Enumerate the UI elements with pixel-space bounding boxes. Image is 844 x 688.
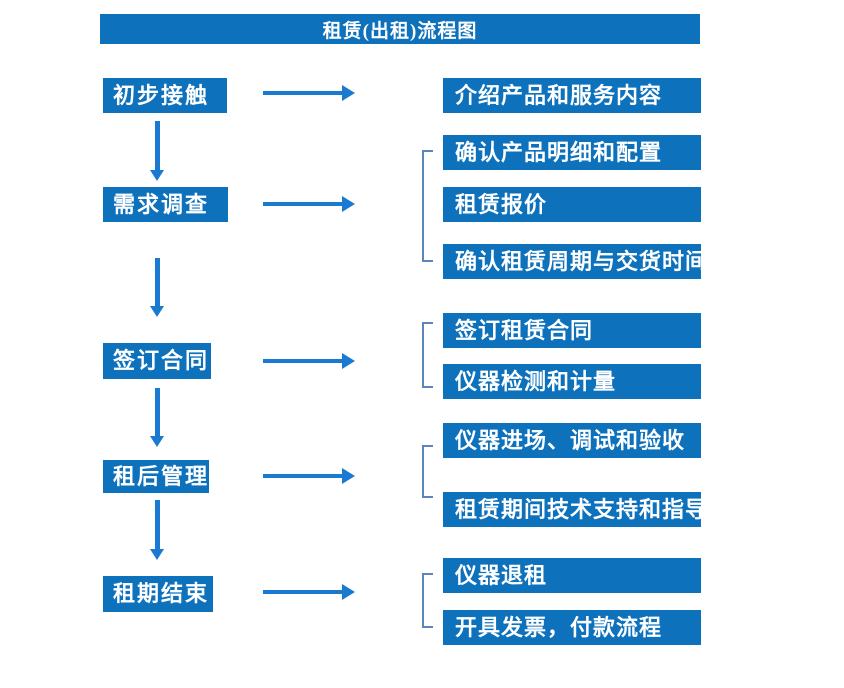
group-bracket-rental-end xyxy=(422,573,433,628)
arrow-head xyxy=(342,85,355,101)
diagram-title: 租赁(出租)流程图 xyxy=(100,14,700,44)
step-box-rental-end: 租期结束 xyxy=(103,576,213,612)
right-arrow-icon xyxy=(263,584,355,600)
detail-box-confirm-product-config: 确认产品明细和配置 xyxy=(443,135,701,170)
step-box-initial-contact: 初步接触 xyxy=(103,78,227,113)
step-box-post-rental-management: 租后管理 xyxy=(103,460,209,493)
detail-box-invoice-payment: 开具发票，付款流程 xyxy=(443,610,701,645)
group-bracket-demand-survey xyxy=(422,150,433,262)
step-box-sign-contract: 签订合同 xyxy=(103,343,211,379)
group-bracket-post-rental xyxy=(422,445,433,498)
arrow-head xyxy=(342,584,355,600)
down-arrow-icon xyxy=(150,500,165,560)
arrow-shaft xyxy=(155,388,160,437)
group-bracket-sign-contract xyxy=(422,322,433,388)
arrow-head xyxy=(150,170,164,181)
step-box-demand-survey: 需求调查 xyxy=(103,187,228,222)
detail-box-instrument-arrival-acceptance: 仪器进场、调试和验收 xyxy=(443,423,701,458)
arrow-head xyxy=(342,196,355,212)
detail-box-sign-rental-contract: 签订租赁合同 xyxy=(443,313,701,348)
right-arrow-icon xyxy=(263,85,355,101)
arrow-shaft xyxy=(155,121,160,171)
detail-box-confirm-period-delivery: 确认租赁周期与交货时间 xyxy=(443,244,707,279)
arrow-shaft xyxy=(263,474,344,478)
arrow-head xyxy=(342,468,355,484)
detail-box-instrument-return: 仪器退租 xyxy=(443,558,701,593)
arrow-head xyxy=(150,306,164,317)
down-arrow-icon xyxy=(150,121,165,181)
arrow-head xyxy=(150,436,164,447)
right-arrow-icon xyxy=(263,468,355,484)
arrow-head xyxy=(150,549,164,560)
right-arrow-icon xyxy=(263,353,355,369)
arrow-shaft xyxy=(155,258,160,307)
arrow-shaft xyxy=(263,91,344,95)
arrow-shaft xyxy=(263,359,344,363)
detail-box-technical-support: 租赁期间技术支持和指导 xyxy=(443,492,707,527)
arrow-shaft xyxy=(263,202,344,206)
arrow-head xyxy=(342,353,355,369)
detail-box-rental-quote: 租赁报价 xyxy=(443,187,701,222)
arrow-shaft xyxy=(263,590,344,594)
right-arrow-icon xyxy=(263,196,355,212)
detail-box-introduce-products: 介绍产品和服务内容 xyxy=(443,78,701,113)
down-arrow-icon xyxy=(150,258,165,317)
down-arrow-icon xyxy=(150,388,165,447)
arrow-shaft xyxy=(155,500,160,550)
detail-box-instrument-inspection: 仪器检测和计量 xyxy=(443,364,701,399)
